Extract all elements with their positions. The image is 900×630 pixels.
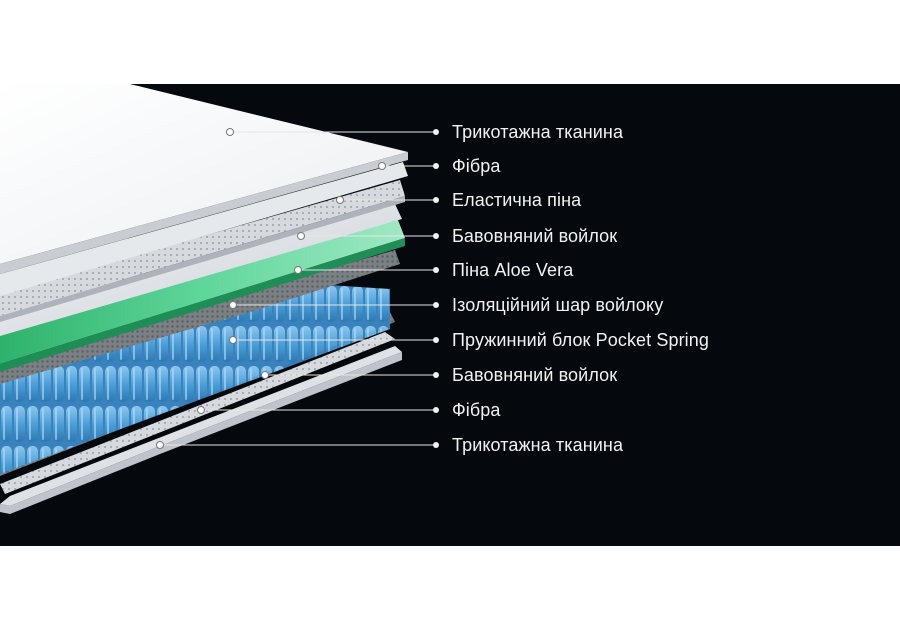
marker-1 [226, 128, 234, 136]
bullet-8 [433, 372, 439, 378]
label-top-fiber: Фібра [452, 156, 501, 176]
layer-top-knit-fabric [0, 84, 408, 264]
marker-9 [197, 406, 205, 414]
label-bullets [433, 129, 439, 448]
bullet-3 [433, 197, 439, 203]
label-top-cotton-felt: Бавовняний войлок [452, 226, 618, 246]
bullet-2 [433, 163, 439, 169]
layer-elastic-foam [0, 180, 405, 316]
layer-bottom-knit-fabric-edge [0, 352, 402, 514]
label-elastic-foam: Еластична піна [452, 190, 582, 210]
marker-5 [294, 266, 302, 274]
mattress-layers-illustration [0, 84, 439, 514]
layer-bottom-knit-fabric [0, 346, 402, 506]
marker-2 [378, 162, 386, 170]
mattress-diagram-panel: Трикотажна тканина Фібра Еластична піна … [0, 84, 900, 546]
label-insulating-felt: Ізоляційний шар войлоку [452, 295, 664, 315]
layer-top-fiber [0, 162, 408, 296]
label-bottom-fiber: Фібра [452, 400, 501, 420]
label-pocket-spring-block: Пружинний блок Pocket Spring [452, 330, 709, 350]
layer-top-knit-fabric-edge [0, 152, 408, 274]
marker-7 [229, 336, 237, 344]
marker-3 [336, 196, 344, 204]
bullet-9 [433, 407, 439, 413]
bullet-6 [433, 302, 439, 308]
layer-aloe-vera-foam-edge [0, 238, 405, 372]
bullet-4 [433, 233, 439, 239]
bullet-10 [433, 442, 439, 448]
layer-insulating-felt [0, 250, 400, 384]
layer-elastic-foam-edge [0, 196, 405, 322]
label-top-knit-fabric: Трикотажна тканина [452, 122, 624, 142]
layer-aloe-vera-foam [0, 220, 405, 364]
label-aloe-vera-foam: Піна Aloe Vera [452, 260, 574, 280]
layer-markers [156, 128, 386, 449]
marker-6 [229, 301, 237, 309]
marker-8 [261, 371, 269, 379]
label-bottom-knit-fabric: Трикотажна тканина [452, 435, 624, 455]
bullet-7 [433, 337, 439, 343]
bullet-1 [433, 129, 439, 135]
leader-lines [160, 131, 435, 446]
label-bottom-cotton-felt: Бавовняний войлок [452, 365, 618, 385]
layer-pocket-spring-block-front [0, 289, 390, 474]
layer-bottom-fiber [0, 332, 395, 494]
marker-10 [156, 441, 164, 449]
marker-4 [297, 232, 305, 240]
bullet-5 [433, 267, 439, 273]
